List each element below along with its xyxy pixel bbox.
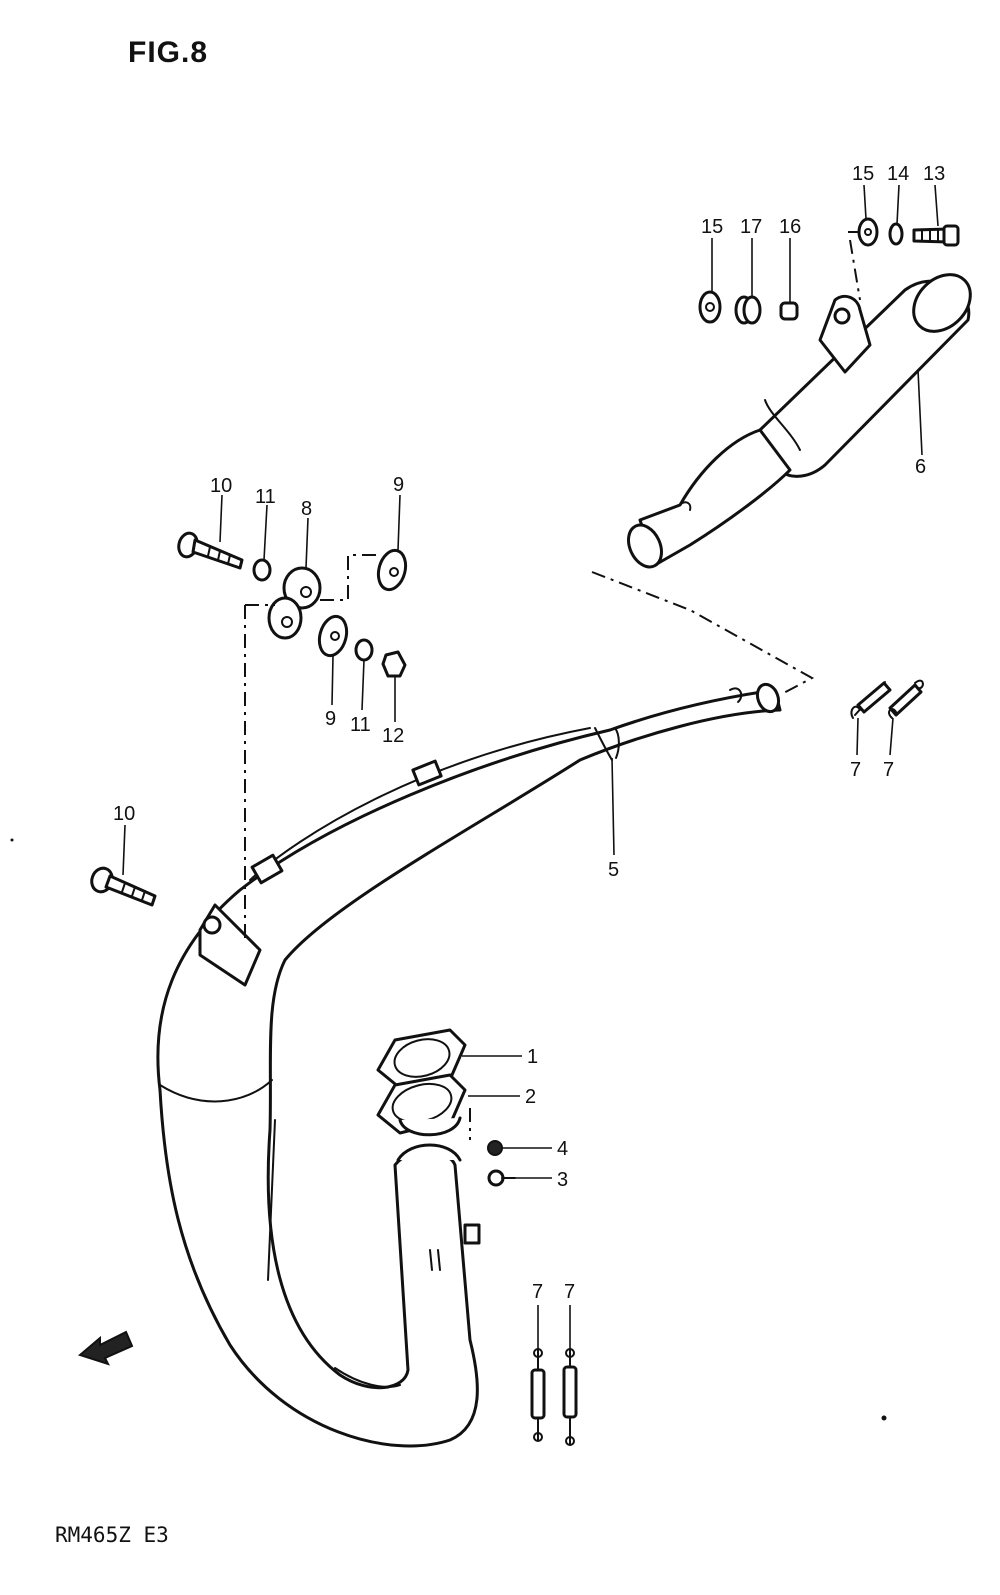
callout-11-lower: 11 — [350, 714, 371, 736]
bolt-13 — [912, 224, 960, 247]
callout-15-right: 15 — [852, 163, 874, 185]
callout-7-upper-right: 7 — [883, 759, 894, 781]
speck-dot — [881, 1415, 887, 1421]
callout-10-upper: 10 — [210, 475, 232, 497]
stud-3 — [487, 1169, 516, 1187]
callout-13: 13 — [923, 163, 945, 185]
nut-11-lower — [354, 638, 374, 662]
callout-7-upper-left: 7 — [850, 759, 861, 781]
grommet-17 — [734, 295, 762, 325]
callout-6: 6 — [915, 456, 926, 478]
spring-7-lower-right — [562, 1348, 578, 1446]
callout-10-lower: 10 — [113, 803, 135, 825]
washer-9-lower — [317, 614, 349, 658]
spring-7-lower-left — [530, 1348, 546, 1442]
washer-9-upper — [376, 548, 408, 592]
callout-5: 5 — [608, 859, 619, 881]
gasket-2 — [376, 1073, 467, 1137]
spring-7-upper-right — [888, 679, 924, 719]
callout-11-upper: 11 — [255, 486, 276, 508]
callout-1: 1 — [527, 1046, 538, 1068]
callout-12: 12 — [382, 725, 404, 747]
callout-9-lower: 9 — [325, 708, 336, 730]
nut-11-upper — [252, 558, 272, 582]
assembly-lines — [244, 231, 861, 1140]
washer-14 — [888, 222, 904, 246]
nut-12 — [381, 650, 407, 678]
callout-8: 8 — [301, 498, 312, 520]
callout-4: 4 — [557, 1138, 568, 1160]
muffler — [627, 273, 972, 569]
front-direction-arrow-icon — [77, 1330, 134, 1366]
washer-15-right — [857, 217, 879, 247]
callout-16: 16 — [779, 216, 801, 238]
washer-15-left — [698, 290, 722, 324]
callout-3: 3 — [557, 1169, 568, 1191]
exhaust-pipe — [156, 682, 782, 1448]
callout-2: 2 — [525, 1086, 536, 1108]
nut-4 — [487, 1140, 503, 1156]
callout-15-left: 15 — [701, 216, 723, 238]
callout-14: 14 — [887, 163, 909, 185]
callout-labels: 1 2 3 4 5 6 7 7 7 7 8 9 9 10 10 11 11 12… — [113, 163, 945, 1303]
speck-dot — [10, 838, 14, 842]
callout-9-upper: 9 — [393, 474, 404, 496]
bracket-8 — [267, 566, 322, 640]
model-code: RM465Z E3 — [55, 1523, 169, 1547]
bolt-10-lower — [90, 866, 157, 907]
collar-16 — [779, 301, 799, 321]
leader-lines — [122, 184, 939, 1349]
bolt-10-upper — [177, 531, 244, 570]
callout-7-lower-right: 7 — [564, 1281, 575, 1303]
spring-7-upper-left — [850, 681, 892, 719]
figure-title: FIG.8 — [128, 36, 209, 69]
callout-17: 17 — [740, 216, 762, 238]
callout-7-lower-left: 7 — [532, 1281, 543, 1303]
